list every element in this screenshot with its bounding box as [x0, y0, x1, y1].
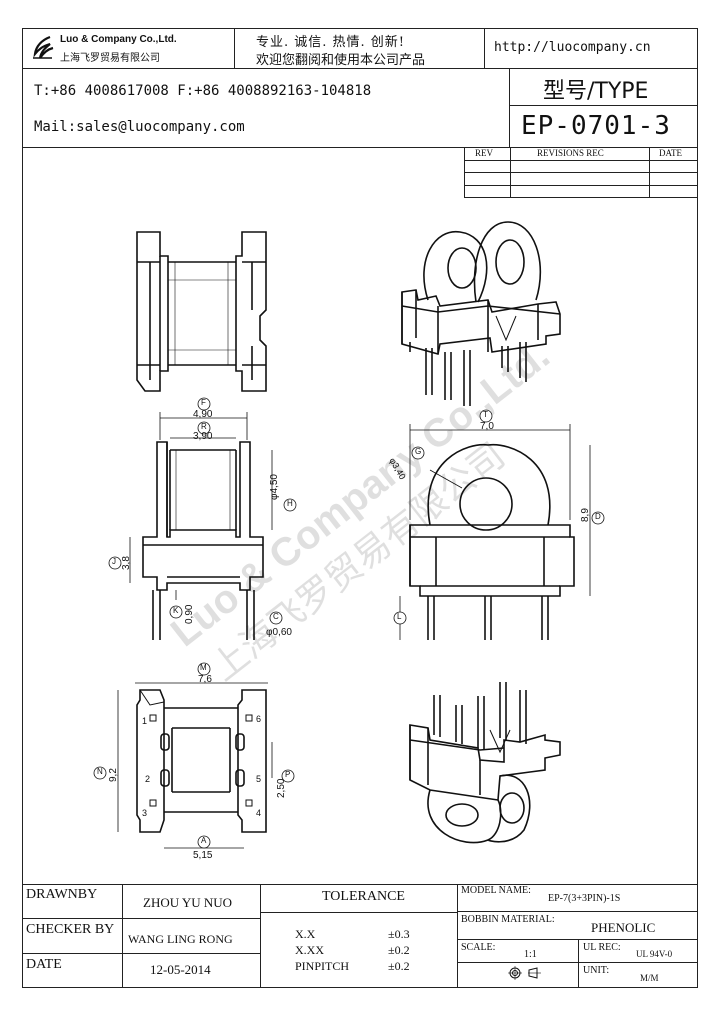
dim-j: 3,8: [121, 556, 132, 570]
scale-label: SCALE:: [461, 942, 496, 953]
pin-label: 6: [256, 714, 262, 724]
type-label: 型号/TYPE: [543, 79, 649, 104]
isometric-view-top: [401, 221, 561, 406]
ul-rec-value: UL 94V-0: [636, 949, 673, 959]
tolerance-value: ±0.2: [388, 959, 410, 973]
tolerance-label: TOLERANCE: [322, 889, 405, 904]
isometric-view-bottom: [409, 682, 561, 844]
callout-f: F: [201, 398, 206, 407]
company-logo-icon: [30, 34, 56, 62]
slogan-line-2: 欢迎您翻阅和使用本公司产品: [256, 53, 426, 68]
side-view-top: [136, 231, 267, 392]
tolerance-key: PINPITCH: [295, 959, 350, 973]
dim-t: 7,0: [480, 421, 494, 432]
date-label: DATE: [26, 957, 62, 972]
dim-c: φ0,60: [266, 627, 292, 638]
phone-fax: T:+86 4008617008 F:+86 4008892163-104818: [34, 83, 372, 99]
callout-g: G: [415, 447, 422, 456]
dim-m: 7,6: [198, 674, 212, 685]
bottom-view: [136, 689, 267, 833]
callout-m: M: [200, 663, 207, 672]
dim-k: 0,90: [184, 604, 195, 624]
company-name-en: Luo & Company Co.,Ltd.: [60, 34, 177, 45]
tolerance-key: X.X: [295, 927, 316, 941]
dim-n: 9,2: [108, 768, 119, 782]
unit-label: UNIT:: [583, 965, 610, 976]
callout-h: H: [287, 499, 293, 508]
dim-f: 4,90: [193, 409, 213, 420]
slogan-line-1: 专业. 诚信. 热情. 创新!: [256, 35, 406, 50]
checker-label: CHECKER BY: [26, 922, 115, 937]
rev-header: REV: [475, 148, 493, 158]
date-header: DATE: [659, 148, 682, 158]
callout-p: P: [285, 770, 291, 779]
pin-label: 5: [256, 774, 262, 784]
revisions-rec-header: REVISIONS REC: [537, 148, 604, 158]
bobbin-label: BOBBIN MATERIAL:: [461, 914, 555, 925]
tolerance-key: X.XX: [295, 943, 324, 957]
model-value: EP-7(3+3PIN)-1S: [548, 893, 621, 904]
checker-value: WANG LING RONG: [128, 932, 233, 946]
callout-n: N: [97, 767, 103, 776]
website-link[interactable]: http://luocompany.cn: [494, 40, 651, 55]
email: Mail:sales@luocompany.com: [34, 119, 245, 135]
callout-c: C: [273, 612, 279, 621]
ul-rec-label: UL REC:: [583, 942, 621, 953]
projection-symbol-icon: [507, 965, 547, 985]
dim-r: 3,90: [193, 431, 213, 442]
drawn-by-label: DRAWNBY: [26, 887, 98, 902]
dim-h: φ4,50: [269, 474, 280, 500]
end-view-middle: [409, 443, 575, 640]
pin-label: 1: [142, 716, 148, 726]
pin-label: 2: [145, 774, 151, 784]
bobbin-value: PHENOLIC: [591, 920, 656, 935]
unit-value: M/M: [640, 973, 659, 983]
pin-label: 3: [142, 808, 148, 818]
callout-d: D: [595, 512, 601, 521]
pin-label: 4: [256, 808, 262, 818]
front-view-middle: [142, 441, 264, 640]
callout-j: J: [112, 557, 116, 566]
date-value: 12-05-2014: [150, 962, 211, 977]
scale-value: 1:1: [524, 949, 537, 960]
callout-a: A: [201, 836, 207, 845]
callout-r: R: [201, 422, 207, 431]
tolerance-value: ±0.3: [388, 927, 410, 941]
callout-t: T: [483, 410, 488, 419]
dim-d: 8,9: [580, 508, 591, 522]
dim-a: 5,15: [193, 850, 213, 861]
callout-k: K: [173, 606, 179, 615]
drawn-by-value: ZHOU YU NUO: [143, 895, 233, 910]
company-name-cn: 上海飞罗贸易有限公司: [60, 53, 160, 64]
tolerance-value: ±0.2: [388, 943, 410, 957]
dim-p: 2,50: [276, 778, 287, 798]
callout-l: L: [397, 612, 402, 621]
part-number: EP-0701-3: [521, 111, 671, 141]
model-label: MODEL NAME:: [461, 885, 531, 896]
